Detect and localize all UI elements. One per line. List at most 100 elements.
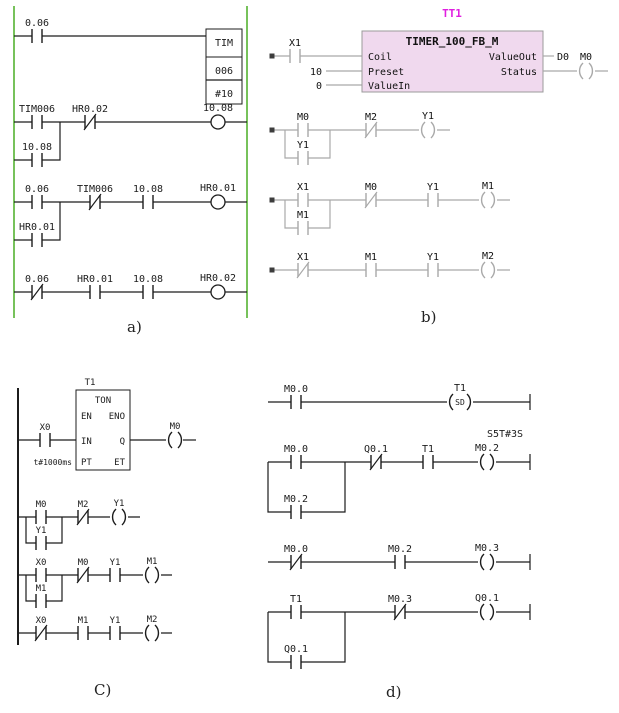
contact-label: HR0.01 — [19, 222, 55, 233]
contact-gap — [428, 197, 438, 203]
caption-panel-c: C) — [94, 681, 112, 699]
contact-label: M2 — [365, 112, 377, 123]
tim-instruction-box — [205, 28, 243, 58]
coil-Y1 — [420, 121, 426, 139]
coil-HR0.01 — [210, 194, 226, 210]
nc-slash — [364, 121, 378, 139]
nc-slash — [76, 508, 90, 526]
contact-gap — [36, 514, 46, 520]
coil-label: 10.08 — [203, 103, 233, 114]
contact-label: M2 — [78, 500, 89, 510]
contact-gap — [290, 53, 300, 59]
contact-label: M0 — [365, 182, 377, 193]
box-label: PT — [81, 458, 92, 468]
box-label: ValueIn — [368, 81, 410, 92]
contact-gap — [291, 509, 301, 515]
contact-label: 10.08 — [133, 274, 163, 285]
contact-gap — [110, 572, 120, 578]
coil-label: T1 — [454, 383, 466, 394]
contact-label: 0.06 — [25, 184, 49, 195]
coil-M0 — [177, 431, 183, 449]
preset-value: 10 — [310, 67, 322, 78]
contact-label: M0.0 — [284, 384, 308, 395]
contact-gap — [143, 289, 153, 295]
contact-label: Y1 — [110, 616, 121, 626]
coil-gap — [479, 267, 497, 273]
caption-panel-d: d) — [386, 683, 402, 701]
contact-gap — [143, 199, 153, 205]
contact-label: 0.06 — [25, 274, 49, 285]
contact-gap — [36, 540, 46, 546]
box-label: Q — [120, 437, 125, 447]
contact-gap — [298, 225, 308, 231]
box-label: TON — [95, 396, 111, 406]
box-label: #10 — [215, 89, 233, 100]
branch — [267, 612, 346, 663]
contact-gap — [423, 459, 433, 465]
contact-label: Y1 — [427, 182, 439, 193]
box-label: ENO — [109, 412, 125, 422]
branch — [267, 462, 346, 513]
contact-label: M0 — [78, 558, 89, 568]
box-label: IN — [81, 437, 92, 447]
contact-label: M1 — [36, 584, 47, 594]
coil-M1 — [480, 191, 486, 209]
coil-gap — [143, 630, 161, 636]
nc-slash — [369, 453, 383, 471]
coil-label: HR0.01 — [200, 183, 236, 194]
junction-dot — [269, 197, 275, 203]
coil-Q0.1 — [489, 603, 495, 621]
coil-label: M0.2 — [475, 443, 499, 454]
box-label: EN — [81, 412, 92, 422]
contact-gap — [78, 630, 88, 636]
coil-gap — [478, 609, 496, 615]
coil-Y1 — [111, 508, 117, 526]
contact-label: M1 — [365, 252, 377, 263]
nc-slash — [364, 191, 378, 209]
box-label: TIM — [215, 38, 233, 49]
coil-gap — [110, 514, 128, 520]
coil-label: M0.3 — [475, 543, 499, 554]
contact-label: Y1 — [297, 140, 309, 151]
contact-label: M1 — [78, 616, 89, 626]
coil-Y1 — [121, 508, 127, 526]
contact-label: 10.08 — [133, 184, 163, 195]
contact-gap — [32, 199, 42, 205]
junction-dot — [269, 127, 275, 133]
contact-gap — [32, 33, 42, 39]
nc-slash — [83, 113, 97, 131]
coil-gap — [479, 197, 497, 203]
coil-gap — [447, 399, 473, 405]
contact-gap — [40, 437, 50, 443]
contact-label: M0.2 — [388, 544, 412, 555]
coil-M1 — [154, 566, 160, 584]
caption-panel-b: b) — [421, 308, 437, 326]
coil-10.08 — [210, 114, 226, 130]
contact-label: M0 — [297, 112, 309, 123]
coil-HR0.02 — [210, 284, 226, 300]
contact-gap — [32, 237, 42, 243]
contact-label: HR0.02 — [72, 104, 108, 115]
contact-label: X1 — [297, 252, 309, 263]
contact-gap — [298, 127, 308, 133]
coil-M2 — [490, 261, 496, 279]
box-label: ET — [114, 458, 125, 468]
contact-gap — [291, 399, 301, 405]
coil-M2 — [154, 624, 160, 642]
valuein-value: 0 — [316, 81, 322, 92]
timer-instance-tag: T1 — [85, 378, 96, 388]
ton-block — [75, 389, 131, 471]
contact-label: M0.2 — [284, 494, 308, 505]
contact-label: X1 — [297, 182, 309, 193]
coil-Q0.1 — [479, 603, 485, 621]
contact-label: X0 — [36, 558, 47, 568]
coil-gap — [419, 127, 437, 133]
nc-slash — [34, 624, 48, 642]
contact-label: M0.0 — [284, 444, 308, 455]
contact-gap — [36, 598, 46, 604]
contact-label: Q0.1 — [364, 444, 388, 455]
contact-label: X0 — [36, 616, 47, 626]
coil-M0 — [167, 431, 173, 449]
